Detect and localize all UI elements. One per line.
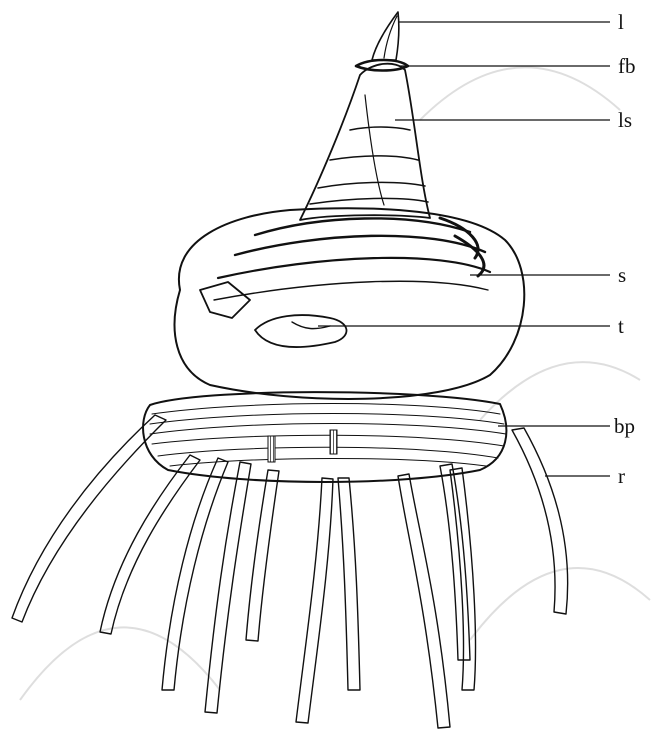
root bbox=[398, 474, 450, 728]
root bbox=[246, 470, 279, 641]
roots bbox=[12, 415, 568, 728]
root bbox=[512, 428, 568, 614]
label-s: s bbox=[618, 263, 626, 287]
root bbox=[296, 478, 333, 723]
leaf-sheath bbox=[300, 64, 430, 220]
leader-lines bbox=[318, 22, 610, 476]
basal-plate bbox=[143, 392, 506, 482]
label-bp: bp bbox=[614, 414, 635, 438]
root bbox=[205, 462, 251, 713]
label-l: l bbox=[618, 10, 624, 34]
leaf-tip bbox=[372, 12, 399, 60]
label-ls: ls bbox=[618, 108, 632, 132]
root bbox=[162, 458, 228, 690]
root bbox=[338, 478, 360, 690]
label-fb: fb bbox=[618, 54, 636, 78]
watermark bbox=[20, 67, 650, 700]
labels: l fb ls s t bp r bbox=[614, 10, 636, 488]
label-t: t bbox=[618, 314, 624, 338]
bulb-body bbox=[175, 208, 525, 399]
root bbox=[12, 415, 166, 622]
label-r: r bbox=[618, 464, 625, 488]
